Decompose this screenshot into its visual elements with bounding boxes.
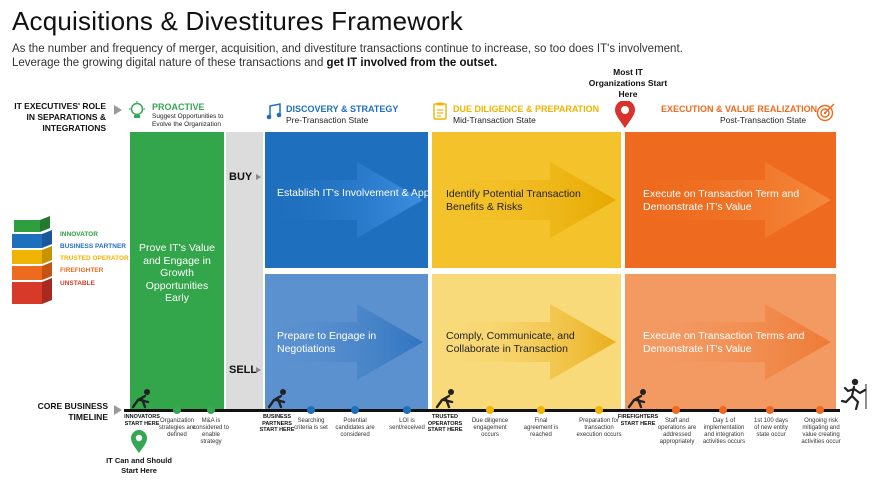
buy-execution-arrow xyxy=(625,162,831,238)
milestone-dot-1 xyxy=(173,406,181,414)
runner-icon-innovators xyxy=(131,389,150,409)
milestone-label-4: Potential candidates are considered xyxy=(335,418,375,438)
legend-innovator-label: INNOVATOR xyxy=(60,231,98,238)
legend-trusted-operator-label: TRUSTED OPERATOR xyxy=(60,255,129,262)
milestone-dot-10 xyxy=(719,406,727,414)
buy-discovery-arrow xyxy=(265,162,423,238)
milestone-dot-5 xyxy=(403,406,411,414)
starter-innovators: INNOVATORS START HERE xyxy=(124,414,160,427)
sell-execution-cell: Execute on Transaction Terms and Demonst… xyxy=(625,274,836,410)
sell-due-diligence-text: Comply, Communicate, and Collaborate in … xyxy=(446,330,575,355)
milestone-label-9: Staff and operations are addressed appro… xyxy=(657,418,697,445)
milestone-label-7: Final agreement is reached xyxy=(523,418,559,438)
sell-arrow-icon xyxy=(256,367,261,373)
lightbulb-icon xyxy=(129,101,145,118)
it-start-label: IT Can and Should Start Here xyxy=(106,456,172,475)
legend-firefighter-label: FIREFIGHTER xyxy=(60,267,104,274)
buy-discovery-cell: Establish IT's Involvement & Approach xyxy=(265,132,428,268)
milestone-dot-8 xyxy=(595,406,603,414)
milestone-label-5: LOI is sent/received xyxy=(389,418,425,431)
maturity-stack-icon xyxy=(12,216,52,304)
milestone-dot-7 xyxy=(537,406,545,414)
milestone-label-12: Ongoing risk mitigating and value creati… xyxy=(801,418,841,445)
legend-business-partner-label: BUSINESS PARTNER xyxy=(60,243,126,250)
buy-arrow-icon xyxy=(256,174,261,180)
milestone-dot-3 xyxy=(307,406,315,414)
starter-firefighters: FIREFIGHTERS START HERE xyxy=(617,414,659,427)
sell-due-diligence-cell: Comply, Communicate, and Collaborate in … xyxy=(432,274,621,410)
phase-title-due-diligence: DUE DILIGENCE & PREPARATION xyxy=(453,104,600,114)
phase-title-execution: EXECUTION & VALUE REALIZATION xyxy=(661,104,818,114)
legend-business-partner: BUSINESS PARTNER xyxy=(60,243,126,250)
buy-discovery-text: Establish IT's Involvement & Approach xyxy=(277,187,428,199)
legend-firefighter: FIREFIGHTER xyxy=(60,267,103,274)
milestone-dot-6 xyxy=(486,406,494,414)
target-icon xyxy=(816,103,835,122)
starter-business-partners: BUSINESS PARTNERS START HERE xyxy=(259,414,295,433)
buy-due-diligence-cell: Identify Potential Transaction Benefits … xyxy=(432,132,621,268)
milestone-dot-11 xyxy=(766,406,774,414)
milestone-dot-9 xyxy=(672,406,680,414)
green-location-pin-icon xyxy=(131,430,147,453)
phase-title-discovery: DISCOVERY & STRATEGY xyxy=(286,104,399,114)
phase-sub-execution: Post-Transaction State xyxy=(720,115,807,125)
page-title: Acquisitions & Divestitures Framework xyxy=(12,6,463,36)
milestone-dot-12 xyxy=(816,406,824,414)
proactive-text: Prove IT's Value and Engage in Growth Op… xyxy=(139,242,215,304)
buy-execution-cell: Execute on Transaction Term and Demonstr… xyxy=(625,132,836,268)
sell-discovery-text: Prepare to Engage in Negotiations xyxy=(277,330,377,355)
legend-unstable: UNSTABLE xyxy=(60,280,95,287)
phase-title-proactive: PROACTIVE xyxy=(152,102,205,112)
phase-sub-discovery: Pre-Transaction State xyxy=(286,115,369,125)
subtitle-bold: get IT involved from the outset. xyxy=(326,57,498,69)
proactive-column: Prove IT's Value and Engage in Growth Op… xyxy=(130,132,224,410)
milestone-label-10: Day 1 of implementation and integration … xyxy=(702,418,746,445)
milestone-label-2: M&A is considered to enable strategy xyxy=(192,418,230,445)
runner-icon-firefighters xyxy=(627,389,646,409)
milestone-label-1: Organization strategies are defined xyxy=(158,418,196,438)
subtitle-plain: Leverage the growing digital nature of t… xyxy=(12,57,327,69)
timeline-header: CORE BUSINESS TIMELINE xyxy=(37,401,108,422)
milestone-label-11: 1st 100 days of new entity state occur xyxy=(753,418,789,438)
buy-due-diligence-text: Identify Potential Transaction Benefits … xyxy=(446,188,581,213)
milestone-dot-4 xyxy=(351,406,359,414)
legend-innovator: INNOVATOR xyxy=(60,231,98,238)
milestone-dot-2 xyxy=(207,406,215,414)
timeline-arrow-icon xyxy=(114,405,122,415)
sell-discovery-arrow xyxy=(265,304,423,380)
sell-execution-text: Execute on Transaction Terms and Demonst… xyxy=(643,330,805,355)
legend-unstable-label: UNSTABLE xyxy=(60,280,95,287)
runner-icon-business-partners xyxy=(267,389,286,409)
phase-sub-due-diligence: Mid-Transaction State xyxy=(453,115,536,125)
sell-label: SELL xyxy=(229,364,258,376)
phase-sub-proactive: Suggest Opportunities to Evolve the Orga… xyxy=(152,113,224,128)
buy-label: BUY xyxy=(229,171,253,183)
legend-trusted-operator: TRUSTED OPERATOR xyxy=(60,255,129,262)
timeline-line xyxy=(124,409,840,412)
milestone-label-6: Due diligence engagement occurs xyxy=(471,418,509,438)
milestone-label-8: Preparation for transaction execution oc… xyxy=(576,418,622,438)
music-note-icon xyxy=(266,103,282,120)
subtitle-line-2: Leverage the growing digital nature of t… xyxy=(12,57,497,69)
milestone-label-3: Searching criteria is set xyxy=(294,418,328,431)
most-it-label: Most IT Organizations Start Here xyxy=(588,67,668,99)
role-arrow-icon xyxy=(114,105,122,115)
subtitle-line-1: As the number and frequency of merger, a… xyxy=(12,43,683,55)
buy-execution-text: Execute on Transaction Term and Demonstr… xyxy=(643,188,800,213)
location-pin-icon xyxy=(615,101,635,128)
sell-execution-arrow xyxy=(625,304,831,380)
buy-due-diligence-arrow xyxy=(432,162,616,238)
runner-icon-trusted-operators xyxy=(435,389,454,409)
starter-trusted-operators: TRUSTED OPERATORS START HERE xyxy=(427,414,463,433)
clipboard-icon xyxy=(433,102,447,120)
finish-runner-icon xyxy=(840,378,867,410)
sell-discovery-cell: Prepare to Engage in Negotiations xyxy=(265,274,428,410)
role-header: IT EXECUTIVES' ROLE IN SEPARATIONS & INT… xyxy=(14,101,106,133)
sell-due-diligence-arrow xyxy=(432,304,616,380)
